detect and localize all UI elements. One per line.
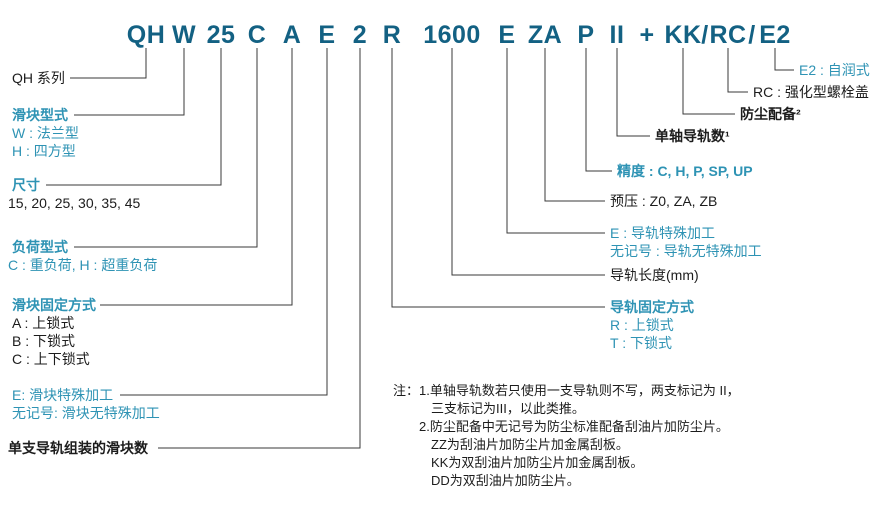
connector-block-special — [120, 48, 328, 396]
notes-block: 注：1.单轴导轨数若只使用一支导轨则不写，两支标记为 II， 三支标记为III，… — [393, 382, 740, 490]
label-rail-fixing-r: R : 上锁式 — [610, 317, 674, 333]
label-rail-length: 导轨长度(mm) — [610, 267, 699, 283]
label-self-lub: E2 : 自润式 — [799, 62, 870, 78]
label-block-fixing-title: 滑块固定方式 — [12, 297, 96, 313]
label-block-fixing-c: C : 上下锁式 — [12, 351, 90, 367]
connector-rail-fixing — [391, 48, 605, 308]
note-line-1: 注：1.单轴导轨数若只使用一支导轨则不写，两支标记为 II， — [393, 383, 740, 398]
label-rail-special-e: E : 导轨特殊加工 — [610, 225, 716, 241]
label-block-special-none: 无记号: 滑块无特殊加工 — [12, 405, 160, 421]
connector-bolt-cap — [727, 48, 748, 93]
code-seg-accuracy: P — [577, 21, 595, 49]
label-rails-count: 单轴导轨数¹ — [655, 128, 730, 144]
code-seg-block-type: W — [171, 21, 197, 49]
label-block-fixing-a: A : 上锁式 — [12, 315, 75, 331]
code-seg-slash1: / — [701, 21, 709, 49]
code-seg-rails-count: II — [609, 21, 625, 49]
code-seg-block-special: E — [318, 21, 336, 49]
note-line-3: 2.防尘配备中无记号为防尘标准配备刮油片加防尘片。 — [419, 419, 729, 434]
code-seg-rail-length: 1600 — [423, 21, 481, 49]
connector-accuracy — [585, 48, 612, 172]
connector-series — [70, 48, 147, 79]
code-seg-rail-fixing: R — [382, 21, 402, 49]
connector-blocks-count — [158, 48, 361, 449]
connector-rail-special — [506, 48, 605, 234]
label-block-special-e: E: 滑块特殊加工 — [12, 387, 114, 403]
label-dust: 防尘配备² — [740, 106, 801, 122]
connector-rail-length — [451, 48, 605, 276]
label-rail-special-none: 无记号 : 导轨无特殊加工 — [610, 243, 762, 259]
code-seg-series: QH — [126, 21, 166, 49]
note-line-4: ZZ为刮油片加防尘片加金属刮板。 — [431, 437, 629, 452]
label-block-type-h: H : 四方型 — [12, 143, 76, 159]
connector-rails-count — [616, 48, 650, 137]
code-seg-preload: ZA — [527, 21, 563, 49]
code-seg-rail-special: E — [498, 21, 516, 49]
label-block-type-title: 滑块型式 — [12, 107, 68, 123]
label-size-title: 尺寸 — [12, 177, 40, 193]
label-bolt-cap: RC : 强化型螺栓盖 — [753, 84, 869, 100]
code-seg-blocks-count: 2 — [352, 21, 368, 49]
label-block-fixing-b: B : 下锁式 — [12, 333, 76, 349]
connector-size — [46, 48, 222, 186]
label-rail-fixing-title: 导轨固定方式 — [610, 299, 694, 315]
label-size-values: 15, 20, 25, 30, 35, 45 — [8, 195, 141, 211]
code-seg-plus: + — [639, 21, 655, 49]
code-seg-load-type: C — [247, 21, 267, 49]
code-seg-bolt-cap: RC — [709, 21, 747, 49]
code-seg-self-lub: E2 — [759, 21, 791, 49]
label-series: QH 系列 — [12, 70, 65, 86]
connector-block-type — [74, 48, 185, 116]
label-accuracy: 精度 : C, H, P, SP, UP — [617, 163, 753, 179]
label-blocks-count: 单支导轨组装的滑块数 — [8, 440, 148, 456]
code-seg-dust: KK — [664, 21, 702, 49]
connector-load — [74, 48, 258, 248]
label-load-values: C : 重负荷, H : 超重负荷 — [8, 257, 158, 273]
note-line-6: DD为双刮油片加防尘片。 — [431, 473, 580, 488]
note-line-2: 三支标记为III，以此类推。 — [431, 401, 585, 416]
label-block-type-w: W : 法兰型 — [12, 125, 79, 141]
code-seg-block-fixing: A — [282, 21, 302, 49]
connector-self-lub — [774, 48, 794, 71]
code-seg-size: 25 — [206, 21, 236, 49]
connector-preload — [544, 48, 605, 202]
code-seg-slash2: / — [748, 21, 756, 49]
label-preload: 预压 : Z0, ZA, ZB — [610, 193, 718, 209]
label-load-title: 负荷型式 — [12, 239, 68, 255]
label-rail-fixing-t: T : 下锁式 — [610, 335, 672, 351]
note-line-5: KK为双刮油片加防尘片加金属刮板。 — [431, 455, 644, 470]
connector-dust — [682, 48, 735, 115]
